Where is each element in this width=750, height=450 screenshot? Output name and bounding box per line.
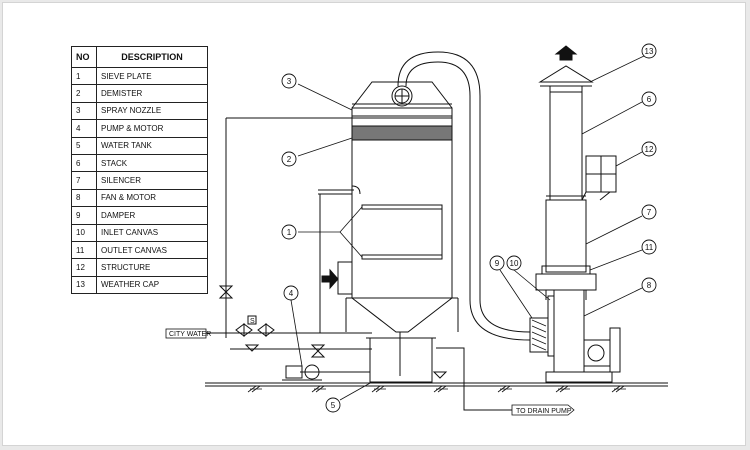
sieve-plates: [361, 204, 443, 260]
callout-circle: [641, 277, 657, 293]
callout-number: 12: [645, 145, 654, 154]
legend-row-description: STRUCTURE: [96, 258, 208, 277]
callout-circle: [641, 43, 657, 59]
city-water-tag: CITY WATER: [165, 328, 211, 339]
callout-number: 5: [331, 401, 336, 410]
callout-circle: [641, 91, 657, 107]
tower-top-port: [391, 85, 413, 107]
callout-13: 13: [641, 43, 657, 59]
city-water-label: CITY WATER: [169, 331, 211, 338]
callout-circle: [281, 73, 297, 89]
callout-6: 6: [641, 91, 657, 107]
callout-10: 10: [506, 255, 522, 271]
structure-frame: [581, 155, 617, 201]
ground-hatch-marks: [247, 385, 626, 393]
callout-number: 9: [495, 259, 500, 268]
callout-12: 12: [641, 141, 657, 157]
valves: [218, 285, 448, 379]
callout-number: 6: [647, 95, 652, 104]
callout-circle: [641, 204, 657, 220]
damper-and-canvas: [529, 295, 555, 357]
drain-pump-tag: TO DRAIN PUMP: [511, 404, 575, 416]
callout-2: 2: [281, 151, 297, 167]
callout-leaders: [290, 55, 645, 401]
spray-nozzle-elbow: [318, 185, 361, 195]
legend-row-description: WEATHER CAP: [96, 275, 208, 295]
callout-circle: [281, 151, 297, 167]
scrubber-tower: [345, 81, 459, 333]
valve-tag-label: S: [250, 318, 255, 325]
callout-7: 7: [641, 204, 657, 220]
ground-line: [205, 382, 668, 387]
callout-number: 13: [645, 47, 654, 56]
callout-circle: [506, 255, 522, 271]
callout-number: 7: [647, 208, 652, 217]
water-piping: [206, 117, 512, 411]
callout-3: 3: [281, 73, 297, 89]
callout-number: 2: [287, 155, 292, 164]
stack: [535, 91, 597, 300]
tower-inlet-duct: [321, 261, 353, 295]
callout-circle: [283, 285, 299, 301]
callout-number: 4: [289, 289, 294, 298]
connecting-duct: [397, 51, 531, 341]
callout-9: 9: [489, 255, 505, 271]
callout-circle: [325, 397, 341, 413]
callout-circle: [641, 141, 657, 157]
callout-circle: [641, 239, 657, 255]
callout-number: 11: [645, 243, 654, 252]
legend-row-number: 13: [71, 275, 97, 295]
spray-header: [352, 115, 452, 119]
callout-number: 3: [287, 77, 292, 86]
fan-housing: [545, 289, 613, 383]
callout-circle: [281, 224, 297, 240]
callout-circle: [489, 255, 505, 271]
drain-pump-label: TO DRAIN PUMP: [516, 408, 572, 415]
water-tank: [366, 332, 436, 383]
demister-pad: [351, 125, 453, 141]
callout-8: 8: [641, 277, 657, 293]
pump-motor: [282, 364, 322, 381]
callout-5: 5: [325, 397, 341, 413]
callout-1: 1: [281, 224, 297, 240]
callout-4: 4: [283, 285, 299, 301]
callout-number: 8: [647, 281, 652, 290]
weather-cap: [538, 45, 594, 92]
callout-11: 11: [641, 239, 657, 255]
callout-number: 1: [287, 228, 292, 237]
callout-number: 10: [510, 259, 519, 268]
fan-motor: [583, 327, 621, 373]
